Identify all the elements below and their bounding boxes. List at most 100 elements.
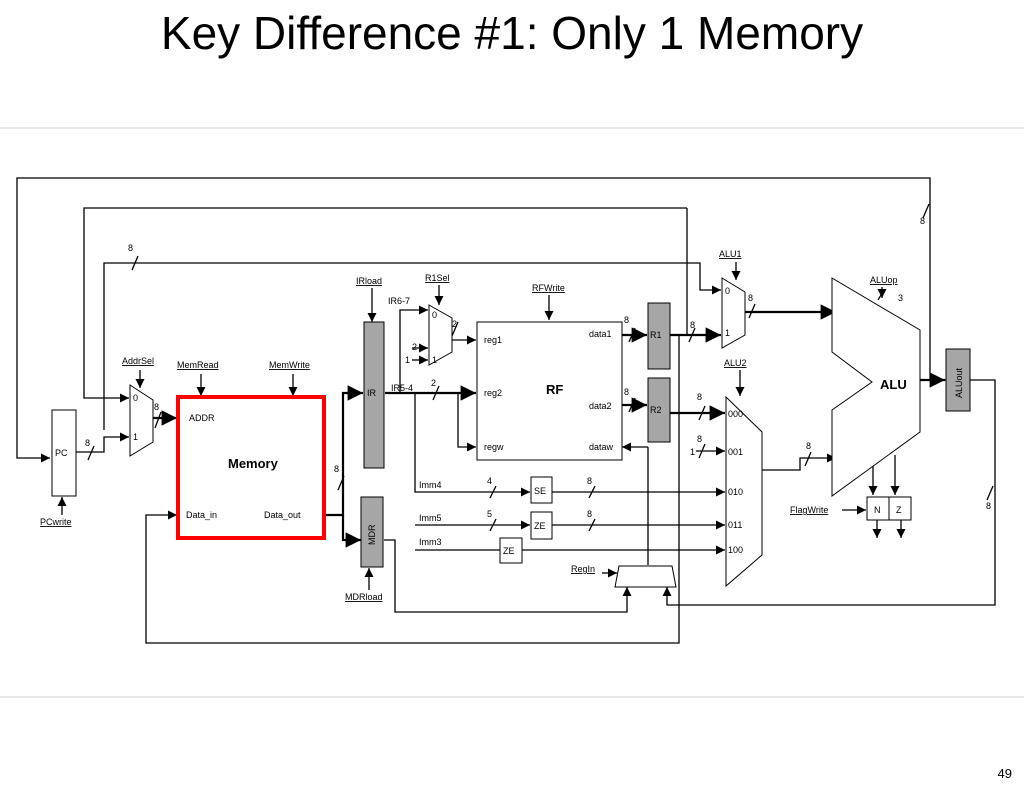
width-8-m: 8 (986, 501, 991, 511)
imm5-label: Imm5 (419, 513, 442, 523)
se-label: SE (534, 486, 546, 496)
imm4-label: Imm4 (419, 480, 442, 490)
width-8-f: 8 (624, 387, 629, 397)
ze-label: ZE (534, 521, 546, 531)
regin-label: RegIn (571, 564, 595, 574)
dataout-to-ir-wire (324, 385, 363, 517)
width-8-j: 8 (748, 293, 753, 303)
dataout-to-mdr-wire (341, 515, 361, 548)
r1sel-in1: 1 (432, 355, 437, 365)
register-file (476, 321, 623, 461)
imm4-wire (414, 393, 530, 497)
width-8-k: 8 (806, 441, 811, 451)
ir67-label: IR6-7 (388, 296, 410, 306)
rf-data1-port: data1 (589, 329, 612, 339)
width-8-c: 8 (154, 402, 159, 412)
rfwrite-label: RFWrite (532, 283, 565, 293)
aluout-label: ALUout (954, 367, 964, 398)
memory-addr-port: ADDR (189, 413, 215, 423)
flag-z-label: Z (896, 505, 902, 515)
alu2-sel-100: 100 (728, 545, 743, 555)
r2-register (647, 377, 671, 443)
rf-regw-port: regw (484, 442, 504, 452)
rf-dataw-port: dataw (589, 442, 614, 452)
mdrload-label: MDRload (345, 592, 383, 602)
alu1-in1: 1 (725, 328, 730, 338)
flag-z-register (888, 496, 912, 521)
alu1-mux (721, 277, 746, 349)
width-2-a: 2 (431, 378, 436, 388)
width-8-g: 8 (690, 320, 695, 330)
r1sel-mux (428, 304, 453, 366)
memory-title: Memory (228, 456, 279, 471)
rf-reg1-port: reg1 (484, 335, 502, 345)
r1sel-label: R1Sel (425, 273, 450, 283)
const-2: 2 (412, 342, 417, 352)
width-8-b: 8 (85, 438, 90, 448)
mdr-label: MDR (367, 524, 377, 545)
se-block (530, 476, 553, 504)
width-8-l: 8 (920, 216, 925, 226)
width-8-n: 8 (587, 476, 592, 486)
pc-to-alu1-wire (103, 262, 721, 430)
alu2-to-alu-wire (762, 453, 836, 471)
alu-block (831, 277, 921, 497)
memory-dataout-port: Data_out (264, 510, 301, 520)
width-8-a: 8 (128, 243, 133, 253)
irload-label: IRload (356, 276, 382, 286)
ir-register (363, 321, 385, 469)
width-8-e: 8 (624, 315, 629, 325)
ze2-label: ZE (503, 546, 515, 556)
alu1-label: ALU1 (719, 249, 742, 259)
pc-to-mux-wire (76, 432, 129, 453)
width-8-d: 8 (334, 464, 339, 474)
mdr-to-regin-wire (384, 539, 632, 613)
alu2-sel-011: 011 (728, 520, 742, 530)
ze-block (530, 511, 553, 540)
memread-label: MemRead (177, 360, 219, 370)
imm3-label: Imm3 (419, 537, 442, 547)
ze2-block (499, 537, 523, 564)
mdr-register (360, 496, 384, 568)
aluop-label: ALUop (870, 275, 898, 285)
alu-to-pc-wire (16, 177, 931, 463)
alu2-sel-010: 010 (728, 487, 743, 497)
alu2-label: ALU2 (724, 358, 747, 368)
addrsel-label: AddrSel (122, 356, 154, 366)
ir54-label: IR5-4 (391, 383, 413, 393)
pc-register (51, 409, 77, 497)
flag-n-label: N (874, 505, 881, 515)
width-2-b: 2 (452, 319, 457, 329)
width-8-h: 8 (697, 392, 702, 402)
width-3: 3 (898, 293, 903, 303)
pc-label: PC (55, 448, 68, 458)
r1-register (647, 302, 671, 370)
addrsel-in1: 1 (133, 432, 138, 442)
regin-mux (614, 565, 677, 588)
memory-datain-port: Data_in (186, 510, 217, 520)
r2-label: R2 (650, 405, 662, 415)
alu-label: ALU (880, 377, 907, 392)
alu1-in0: 0 (725, 286, 730, 296)
r1-to-datain-wire (145, 335, 680, 644)
rf-title: RF (546, 382, 563, 397)
width-5: 5 (487, 509, 492, 519)
const-1-a: 1 (405, 355, 410, 365)
aluout-register (945, 348, 971, 412)
width-8-o: 8 (587, 509, 592, 519)
alu2-mux (725, 395, 763, 588)
bus-width-ticks (87, 203, 994, 532)
alu2-sel-001: 001 (728, 447, 743, 457)
r1-label: R1 (650, 330, 662, 340)
pcwrite-label: PCwrite (40, 517, 72, 527)
slide-title: Key Difference #1: Only 1 Memory (160, 7, 864, 59)
width-8-i: 8 (697, 434, 702, 444)
rf-data2-port: data2 (589, 401, 612, 411)
ir-to-regw-wire (457, 393, 476, 452)
memwrite-label: MemWrite (269, 360, 310, 370)
rf-reg2-port: reg2 (484, 388, 502, 398)
ir67-wire (385, 305, 428, 394)
page-number: 49 (997, 766, 1012, 781)
const-1-b: 1 (690, 447, 695, 457)
